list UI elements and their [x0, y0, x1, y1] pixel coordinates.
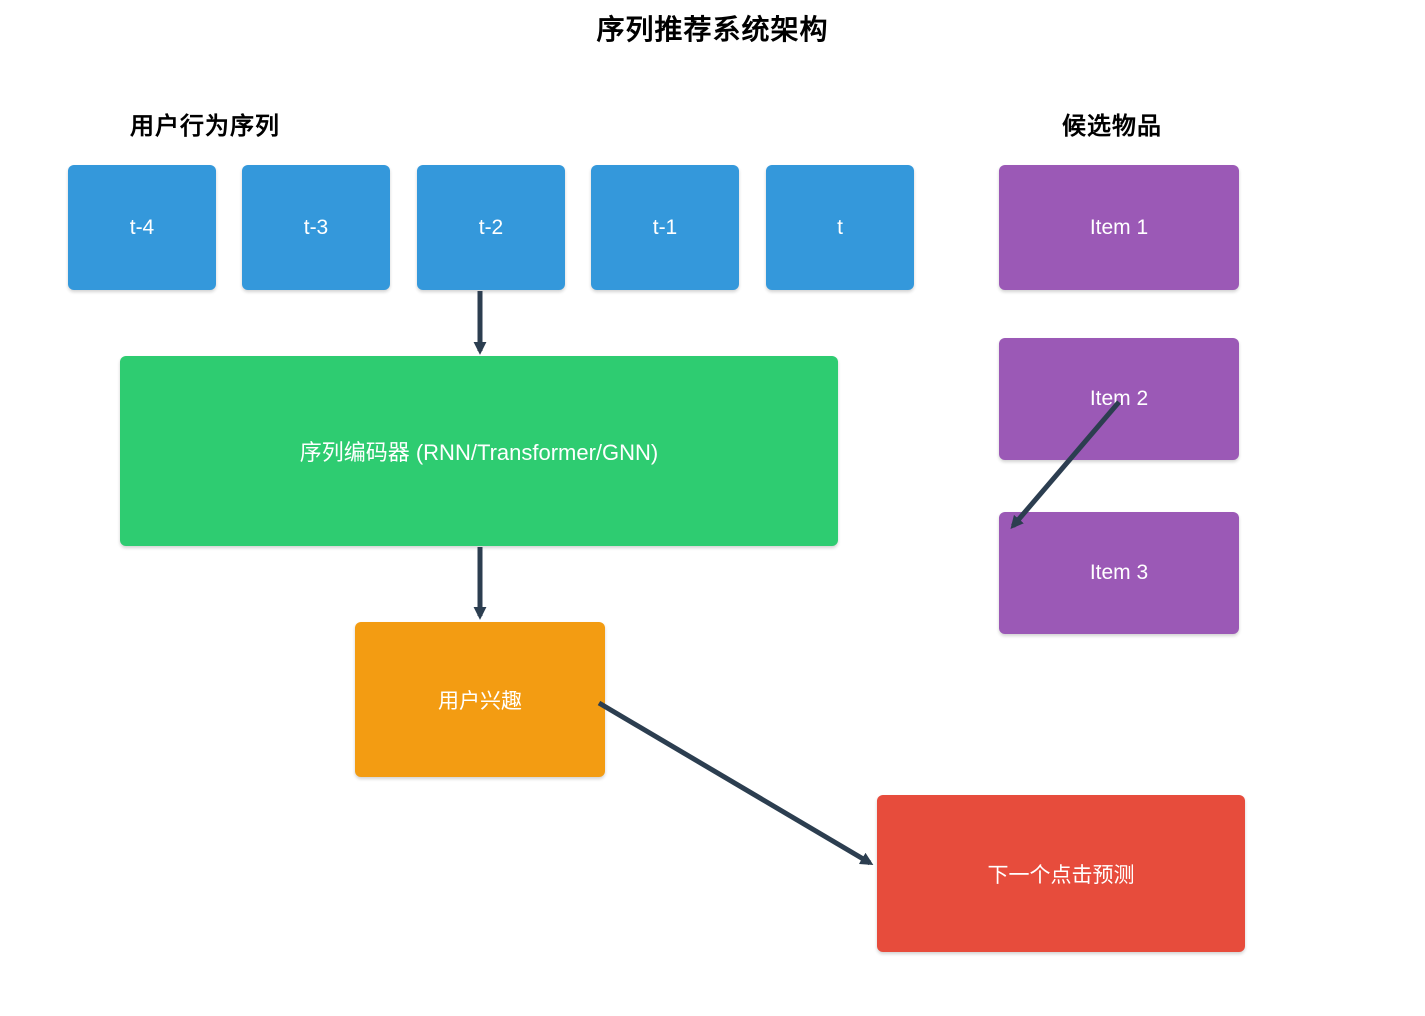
sequence-node-t-2: t-2: [417, 165, 565, 290]
sequence-encoder-label: 序列编码器 (RNN/Transformer/GNN): [299, 440, 659, 465]
sequence-node-label: t: [837, 215, 843, 239]
user-behavior-sequence-label: 用户行为序列: [130, 113, 280, 140]
sequence-node-label: t-3: [303, 215, 329, 239]
candidate-node-item-3: Item 3: [999, 512, 1239, 634]
sequence-node-t-1: t-1: [591, 165, 739, 290]
sequence-node-t-3: t-3: [242, 165, 390, 290]
sequence-node-t: t: [766, 165, 914, 290]
user-interest-label: 用户兴趣: [438, 689, 522, 713]
candidate-items-label: 候选物品: [1062, 113, 1162, 140]
candidate-node-label: Item 3: [1089, 561, 1149, 584]
page-title: 序列推荐系统架构: [596, 14, 829, 45]
candidate-node-label: Item 1: [1089, 215, 1149, 239]
sequence-node-label: t-2: [478, 215, 504, 239]
sequence-node-label: t-4: [129, 215, 155, 239]
sequence-node-label: t-1: [652, 215, 678, 239]
candidate-node-item-1: Item 1: [999, 165, 1239, 290]
next-click-prediction-label: 下一个点击预测: [987, 863, 1135, 887]
candidate-node-label: Item 2: [1089, 387, 1149, 410]
candidate-node-item-2: Item 2: [999, 338, 1239, 460]
edge-user-interest-to-prediction: [597, 700, 874, 866]
user-interest-node: 用户兴趣: [355, 622, 605, 777]
sequence-encoder-node: 序列编码器 (RNN/Transformer/GNN): [120, 356, 838, 546]
sequence-node-t-4: t-4: [68, 165, 216, 290]
next-click-prediction-node: 下一个点击预测: [877, 795, 1245, 952]
